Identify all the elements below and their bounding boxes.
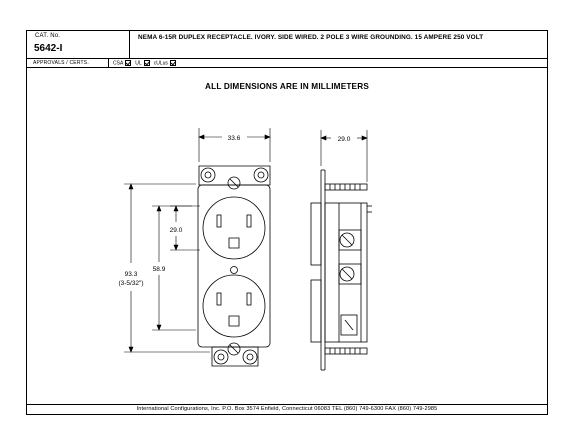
upper-ground-hole xyxy=(228,237,240,249)
company-footer: International Configurations, Inc. P.O. … xyxy=(27,404,547,414)
side-view xyxy=(310,169,372,371)
bottom-mounting-screw-icon xyxy=(227,342,241,356)
top-mounting-screw-icon xyxy=(227,176,241,190)
approval-item-csa: CSA xyxy=(113,59,132,66)
lower-outlet-face xyxy=(202,274,266,338)
catalog-number-box: CAT. No. 5642-I xyxy=(27,31,130,59)
approval-item-ul: UL xyxy=(135,59,150,66)
lower-slot-left xyxy=(216,292,222,306)
catalog-number-label: CAT. No. xyxy=(35,33,61,39)
lower-slot-right xyxy=(246,292,252,306)
product-description: NEMA 6-15R DUPLEX RECEPTACLE. IVORY. SID… xyxy=(138,34,484,41)
upper-outlet-face xyxy=(202,196,266,260)
overall-height-inch-label: (3-5/32") xyxy=(118,280,143,287)
checkbox-checked-icon xyxy=(125,59,132,66)
overall-height-dimension xyxy=(124,183,210,353)
front-width-label: 33.6 xyxy=(228,135,241,142)
top-mounting-screw-thread xyxy=(324,183,368,191)
center-screw-icon xyxy=(230,266,238,274)
side-depth-label: 29.0 xyxy=(338,136,351,143)
front-view xyxy=(197,165,271,367)
top-mounting-strap xyxy=(198,165,271,186)
description-box: NEMA 6-15R DUPLEX RECEPTACLE. IVORY. SID… xyxy=(130,31,547,59)
spec-sheet: CAT. No. 5642-I NEMA 6-15R DUPLEX RECEPT… xyxy=(26,30,548,415)
bottom-mounting-strap xyxy=(211,346,259,367)
terminal-screw-lower-icon xyxy=(339,266,355,282)
approval-item-culus: cULus xyxy=(154,59,176,66)
mounting-ear-bottom-left xyxy=(213,349,229,365)
approvals-row: APPROVALS / CERTS. CSA UL cULus xyxy=(27,59,547,68)
center-spacing-label: 58.9 xyxy=(153,266,166,273)
mounting-ear-top-left xyxy=(200,167,216,183)
overall-height-label: 93.3 xyxy=(125,271,138,278)
terminal-screw-upper-icon xyxy=(339,232,355,248)
mounting-ear-top-right xyxy=(253,167,269,183)
face-height-label: 29.0 xyxy=(170,227,183,234)
side-depth-dimension xyxy=(320,130,368,182)
dimensions-heading: ALL DIMENSIONS ARE IN MILLIMETERS xyxy=(205,82,369,91)
front-width-dimension xyxy=(198,128,271,162)
checkbox-checked-icon xyxy=(143,59,150,66)
ground-terminal xyxy=(340,314,358,336)
lower-ground-hole xyxy=(228,315,240,327)
lower-face-profile xyxy=(310,279,322,343)
bottom-mounting-screw-thread xyxy=(324,347,368,355)
approvals-label: APPROVALS / CERTS. xyxy=(33,60,89,66)
checkbox-checked-icon xyxy=(169,59,176,66)
approvals-list: CSA UL cULus xyxy=(108,59,176,67)
mounting-ear-bottom-right xyxy=(242,349,258,365)
upper-face-profile xyxy=(310,202,322,266)
face-height-dimension xyxy=(170,205,200,251)
upper-slot-left xyxy=(216,214,222,228)
upper-slot-right xyxy=(246,214,252,228)
catalog-number-value: 5642-I xyxy=(34,43,63,54)
side-body xyxy=(324,202,368,343)
